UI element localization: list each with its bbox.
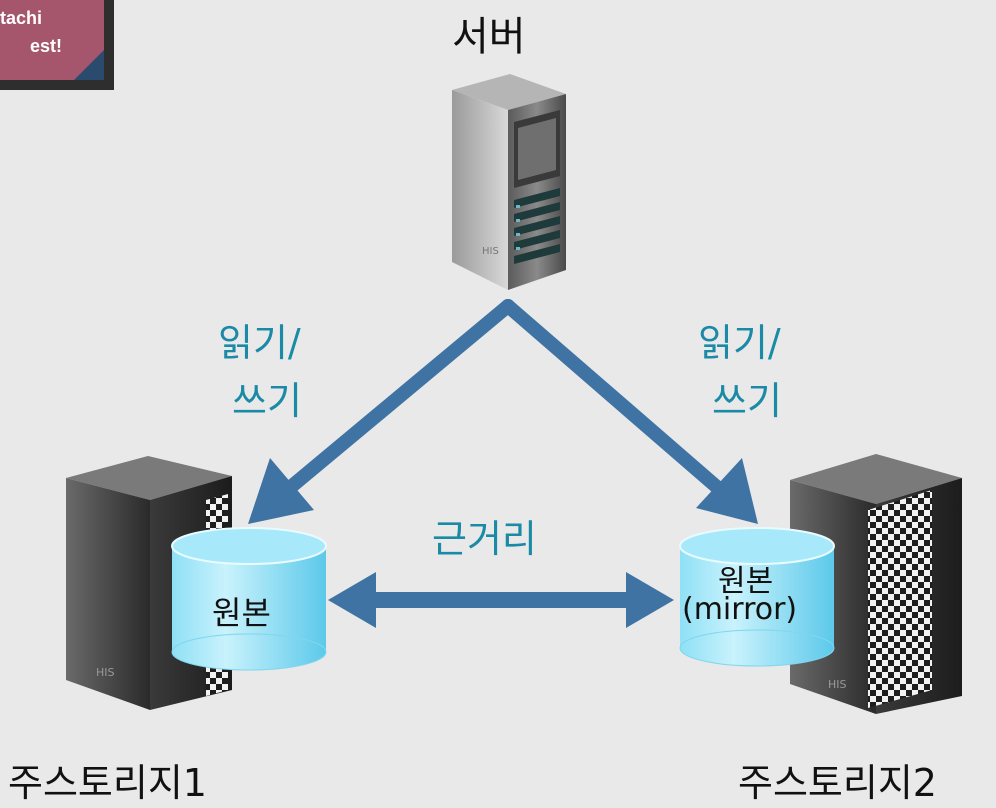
storage1-name: 주스토리지1 (8, 761, 207, 805)
badge-text-line2: est! (30, 36, 63, 56)
badge-text-line1: tachi (0, 8, 43, 28)
distance-label: 근거리 (432, 517, 537, 561)
server-icon (452, 74, 566, 290)
volume-mirror-sublabel: (mirror) (682, 592, 798, 627)
read-write-label-right-line2: 쓰기 (712, 379, 782, 423)
storage1-logo-text: HIS (96, 666, 115, 679)
volume-mirror-label: 원본 (718, 564, 774, 599)
volume-original-label: 원본 (212, 594, 271, 632)
volume-mirror-cylinder (679, 527, 835, 667)
server-logo-text: HIS (482, 246, 499, 257)
storage2-name: 주스토리지2 (738, 761, 937, 805)
storage2-logo-text: HIS (828, 678, 847, 691)
sync-arrow-bidirectional (328, 572, 674, 628)
read-write-label-left-line2: 쓰기 (232, 379, 302, 423)
badge: tachi est! (0, 0, 114, 90)
read-write-label-right-line1: 읽기/ (698, 321, 781, 365)
read-write-arrow-right (501, 299, 758, 524)
badge-logo (0, 0, 114, 90)
volume-original-cylinder (171, 527, 327, 671)
read-write-label-left-line1: 읽기/ (218, 321, 301, 365)
server-title: 서버 (452, 14, 526, 60)
read-write-arrow-left (248, 299, 515, 524)
